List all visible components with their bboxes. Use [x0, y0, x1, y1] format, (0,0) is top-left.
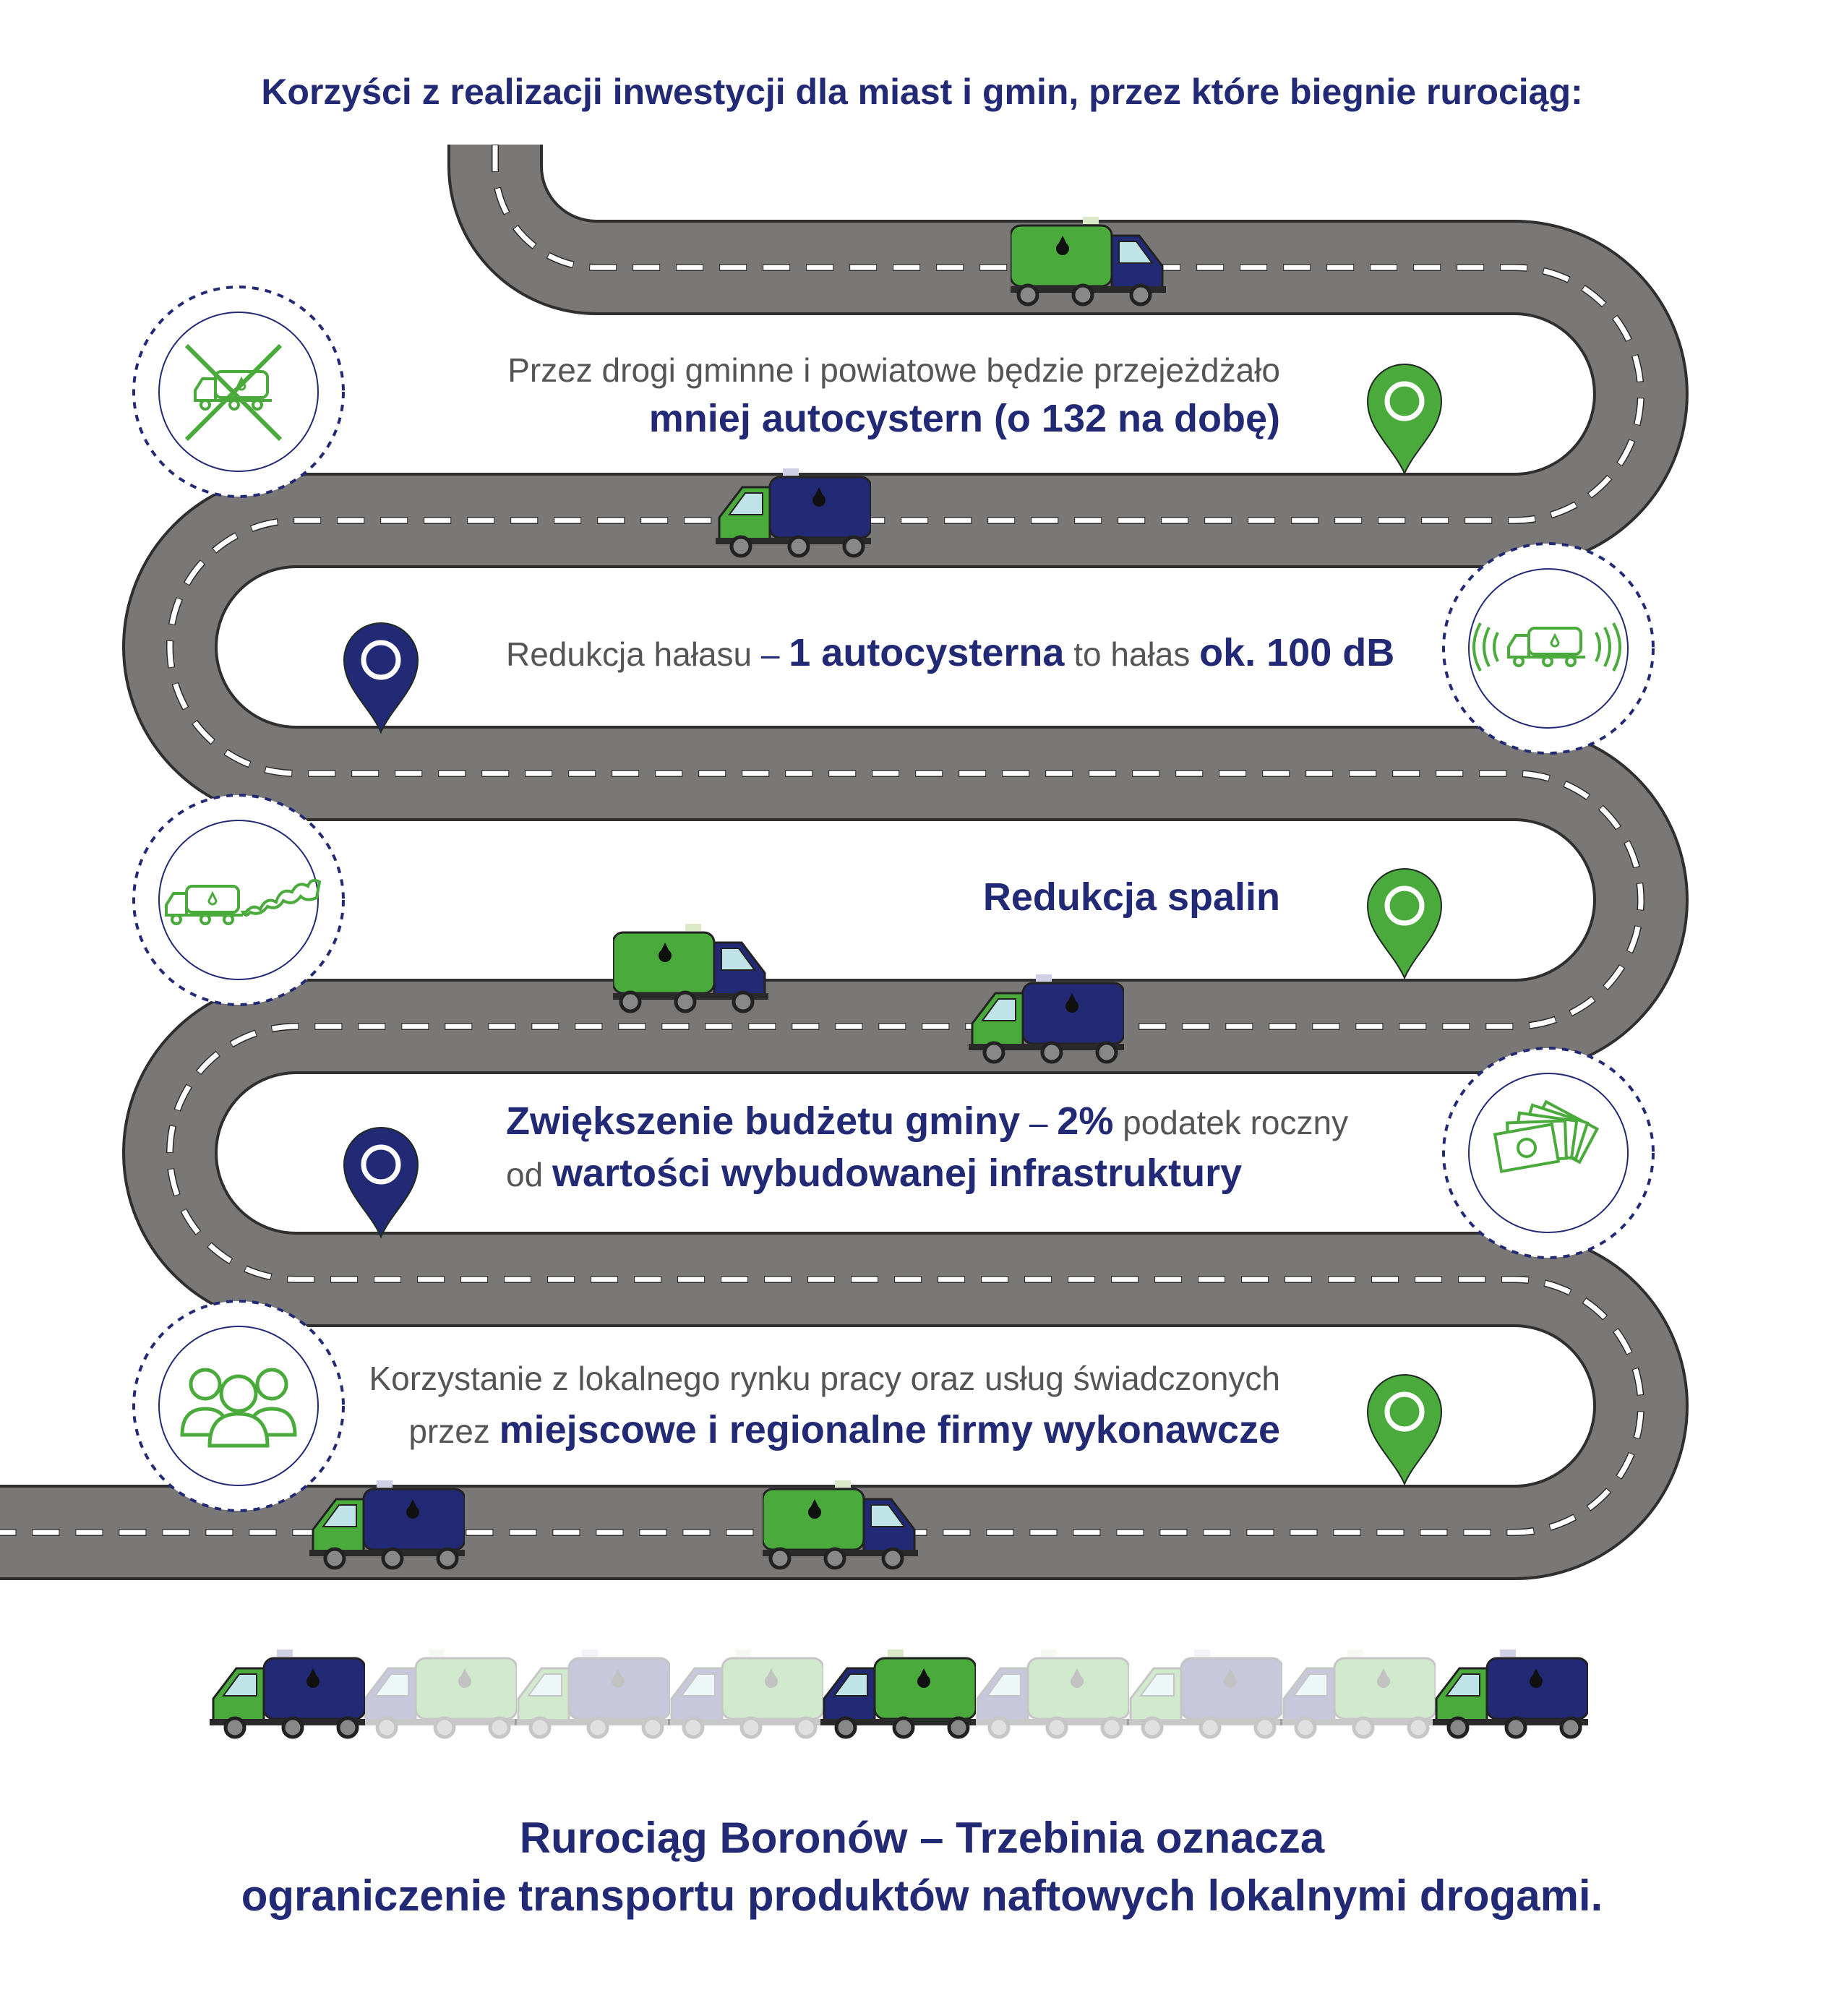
navy-location-pin-icon: [344, 623, 418, 732]
benefit-1-highlight: mniej autocystern (o 132 na dobę): [648, 397, 1280, 440]
footer-line-1: Rurociąg Boronów – Trzebinia oznacza: [519, 1814, 1325, 1862]
footer-line-2: ograniczenie transportu produktów naftow…: [241, 1871, 1603, 1920]
tanker-convoy: [209, 1650, 1591, 1737]
benefit-2-connector: to hałas: [1064, 635, 1200, 673]
faded-tanker-truck-icon: [1279, 1650, 1438, 1737]
tanker-truck-icon: [209, 1650, 368, 1737]
faded-tanker-truck-icon: [361, 1650, 520, 1737]
benefit-4-dash: –: [1020, 1104, 1058, 1141]
benefit-2-dash: –: [752, 635, 789, 673]
green-location-pin-icon: [1368, 1375, 1441, 1484]
green-location-pin-icon: [1368, 869, 1441, 978]
benefit-5-line-2: przez miejscowe i regionalne firmy wykon…: [408, 1407, 1280, 1452]
benefit-3-highlight: Redukcja spalin: [982, 875, 1280, 919]
benefit-2-text: Redukcja hałasu – 1 autocysterna to hała…: [506, 630, 1394, 675]
benefit-5-text: przez: [408, 1412, 499, 1450]
tanker-truck-icon: [820, 1650, 979, 1737]
winding-road: [0, 145, 1689, 1580]
tanker-truck-icon: [1432, 1650, 1591, 1737]
benefit-4-line-1: Zwiększenie budżetu gminy – 2% podatek r…: [506, 1099, 1348, 1144]
tanker-exhaust-icon: [132, 794, 345, 1006]
benefit-4-highlight-b: 2%: [1057, 1099, 1114, 1143]
benefit-5-line-1: Korzystanie z lokalnego rynku pracy oraz…: [369, 1360, 1280, 1397]
benefit-4-highlight-c: wartości wybudowanej infrastruktury: [552, 1151, 1243, 1195]
navy-location-pin-icon: [344, 1128, 418, 1237]
benefit-2-highlight-b: ok. 100 dB: [1199, 631, 1395, 674]
benefit-4-text-a: podatek roczny: [1113, 1104, 1349, 1141]
money-bills-icon: [1442, 1047, 1655, 1259]
benefit-2-label: Redukcja hałasu: [506, 635, 752, 673]
tanker-truck-icon: [610, 924, 769, 1011]
benefit-4-line-2: od wartości wybudowanej infrastruktury: [506, 1151, 1242, 1196]
benefit-1-line-1: Przez drogi gminne i powiatowe będzie pr…: [507, 351, 1280, 389]
page-title: Korzyści z realizacji inwestycji dla mia…: [261, 72, 1583, 112]
benefit-4-text-b: od: [506, 1156, 552, 1193]
green-location-pin-icon: [1368, 364, 1441, 473]
noisy-tanker-icon: [1442, 542, 1655, 755]
faded-tanker-truck-icon: [973, 1650, 1132, 1737]
faded-tanker-truck-icon: [667, 1650, 826, 1737]
benefit-4-highlight-a: Zwiększenie budżetu gminy: [506, 1099, 1021, 1143]
benefit-2-highlight-a: 1 autocysterna: [789, 631, 1065, 674]
people-group-icon: [132, 1300, 345, 1512]
faded-tanker-truck-icon: [514, 1650, 673, 1737]
crossed-out-tanker-icon: [132, 286, 345, 498]
faded-tanker-truck-icon: [1126, 1650, 1285, 1737]
benefit-5-highlight: miejscowe i regionalne firmy wykonawcze: [499, 1408, 1280, 1451]
